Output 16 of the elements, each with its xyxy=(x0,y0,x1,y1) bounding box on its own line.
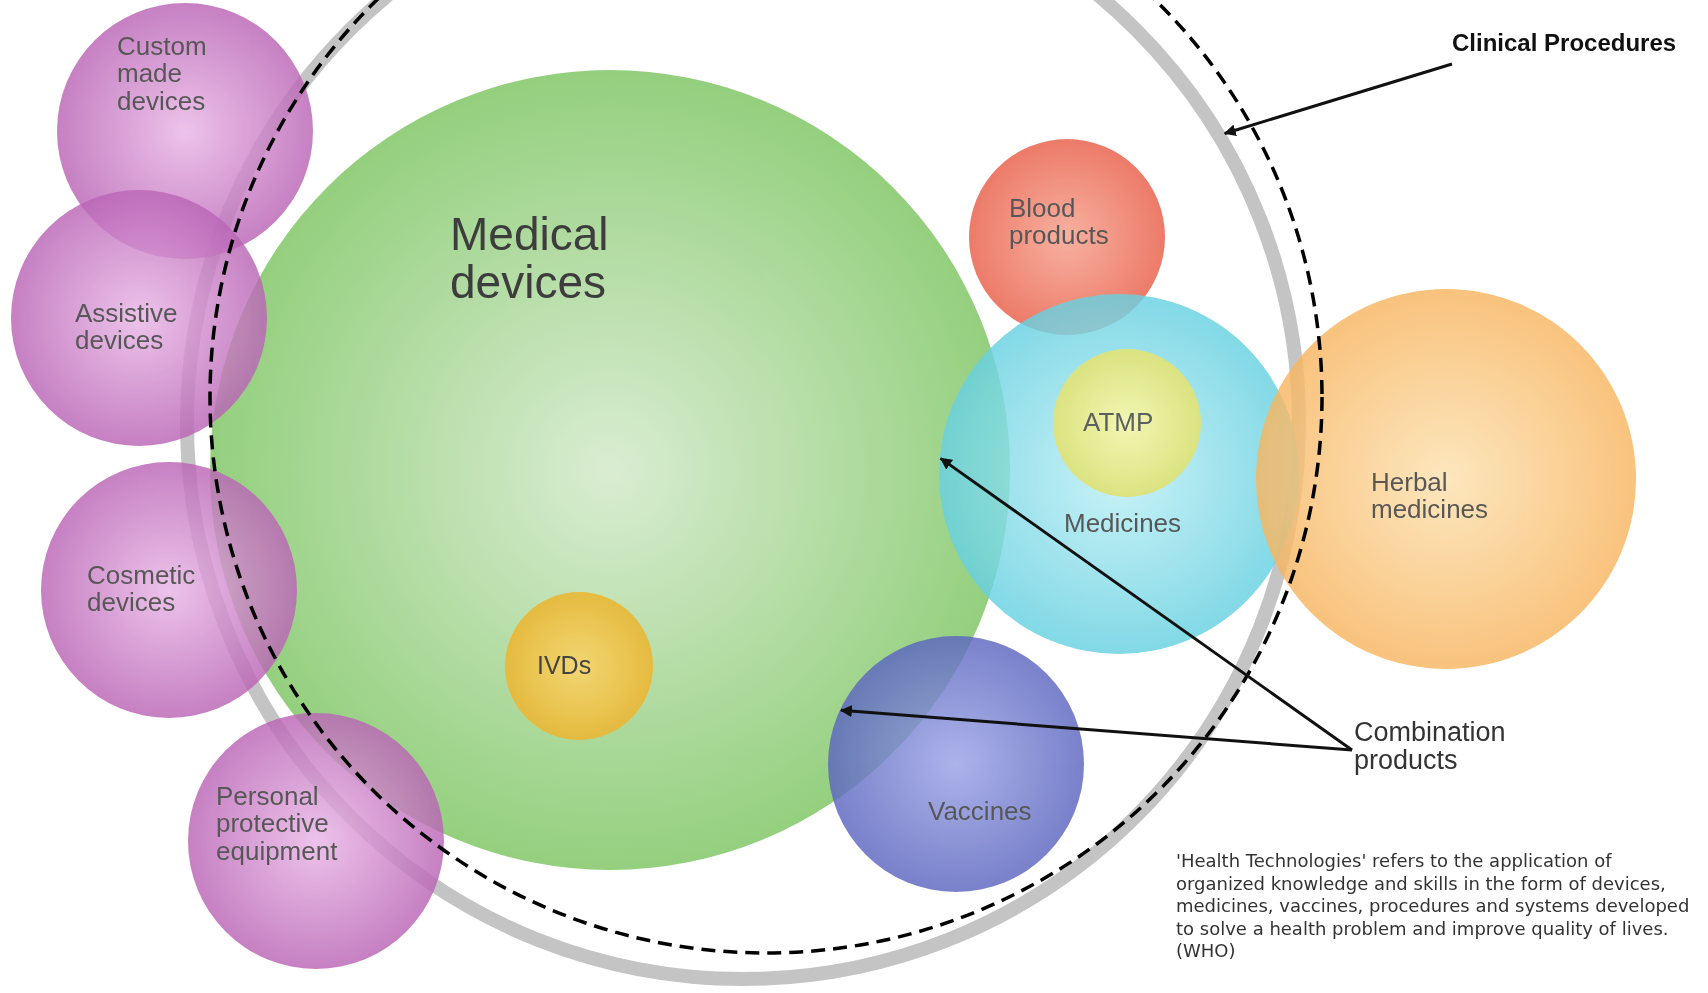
definition-note: 'Health Technologies' refers to the application of organized knowledge and skills in the form of devices, medicines, vaccines, procedures and systems developed to solve a health problem and improve quality of lives. (WHO) xyxy=(1176,850,1691,963)
circle-label: IVDs xyxy=(537,652,593,679)
circle-label: ATMP xyxy=(1083,409,1155,437)
circle-label: Vaccines xyxy=(928,798,1033,826)
arrow xyxy=(1223,62,1453,136)
circle-label: Cosmetic devices xyxy=(87,562,197,617)
circle-label: Medicines xyxy=(1064,510,1183,538)
circle-label: Personal protective equipment xyxy=(216,783,339,865)
circle-label: Medical devices xyxy=(450,210,610,307)
circle-label: Blood products xyxy=(1009,195,1110,250)
callout-label: Clinical Procedures xyxy=(1452,30,1678,56)
callout-label: Combination products xyxy=(1354,718,1507,775)
circle-label: Assistive devices xyxy=(75,300,179,355)
arrow xyxy=(839,705,1353,752)
circle-label: Herbal medicines xyxy=(1371,469,1490,524)
circle-label: Custom made devices xyxy=(117,33,208,115)
